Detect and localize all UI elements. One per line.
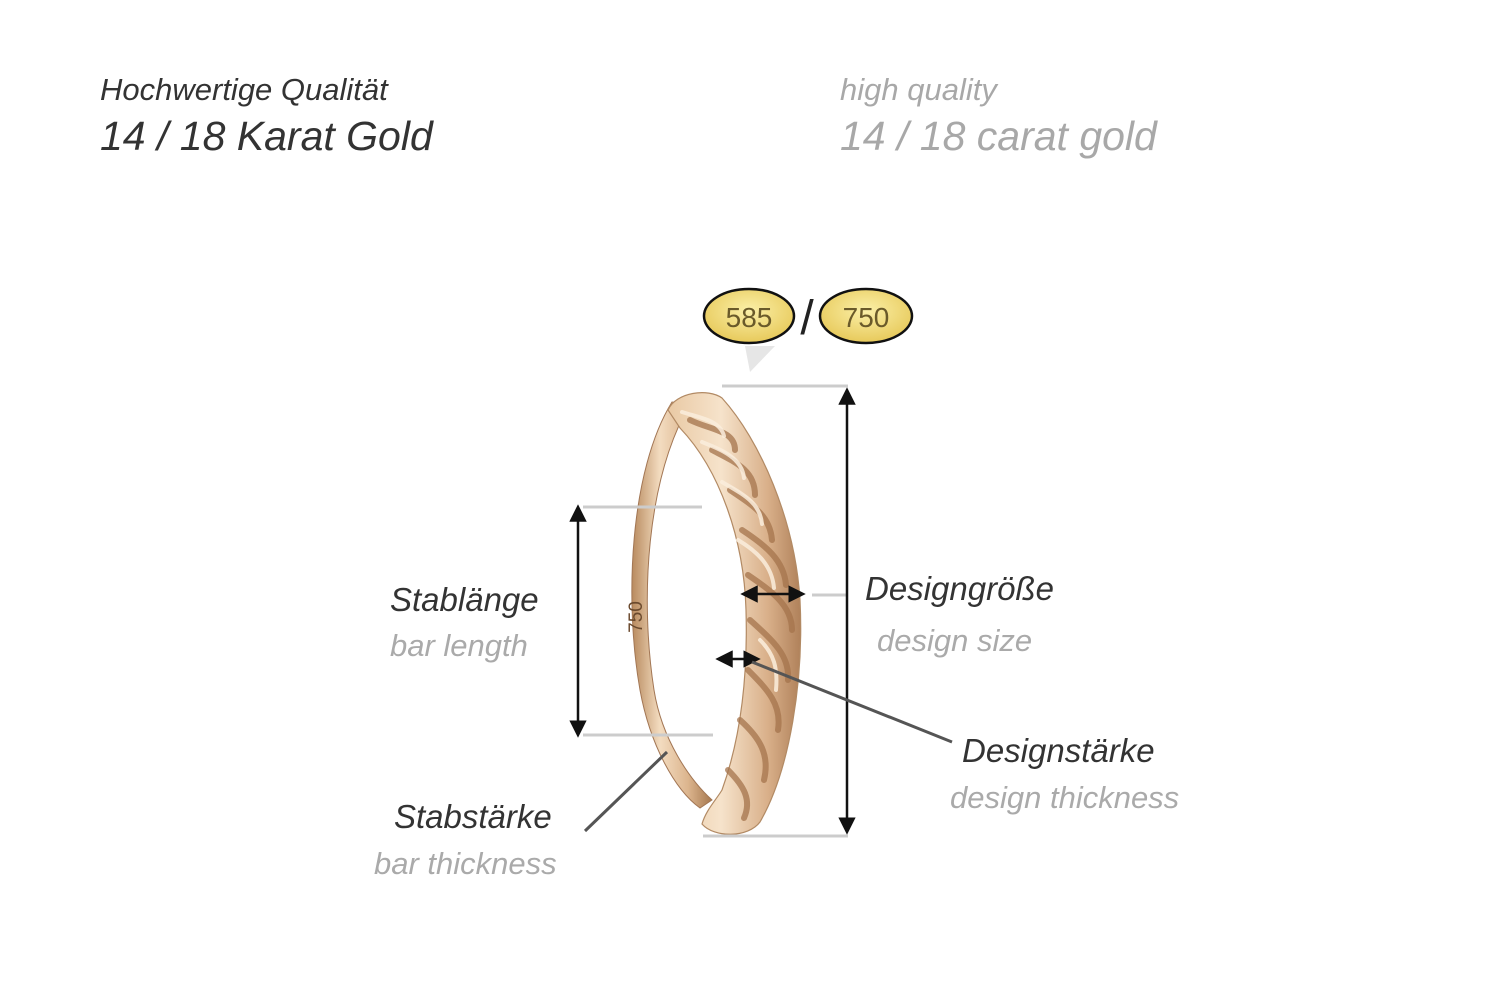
twist-highlights (680, 410, 779, 692)
hallmark-pointer (745, 346, 775, 372)
label-design-thickness-en: design thickness (950, 780, 1180, 815)
header-de-gold: 14 / 18 Karat Gold (100, 113, 433, 159)
hallmark-585-text: 585 (726, 302, 773, 333)
hallmark-750-badge: 750 (818, 287, 914, 345)
label-design-size-de: Designgröße (865, 570, 1054, 607)
ring-engraving-750: 750 (626, 601, 647, 633)
header-en-quality: high quality (840, 72, 997, 107)
label-design-size-en: design size (877, 623, 1033, 658)
label-bar-length-en: bar length (390, 628, 528, 663)
design-thickness-leader (751, 660, 953, 744)
label-bar-thickness-en: bar thickness (374, 846, 557, 881)
hallmark-750-text: 750 (843, 302, 890, 333)
hallmark-585-badge: 585 (702, 287, 796, 345)
header-en-gold: 14 / 18 carat gold (840, 113, 1157, 159)
ring-design (667, 392, 802, 835)
label-bar-thickness-de: Stabstärke (394, 798, 552, 835)
hallmark-separator: / (800, 292, 814, 345)
guide-lines (583, 384, 848, 838)
header-de-quality: Hochwertige Qualität (100, 72, 388, 107)
label-bar-length-de: Stablänge (390, 581, 539, 618)
ring-band (631, 401, 713, 809)
label-design-thickness-de: Designstärke (962, 732, 1155, 769)
bar-thickness-leader (583, 750, 669, 833)
